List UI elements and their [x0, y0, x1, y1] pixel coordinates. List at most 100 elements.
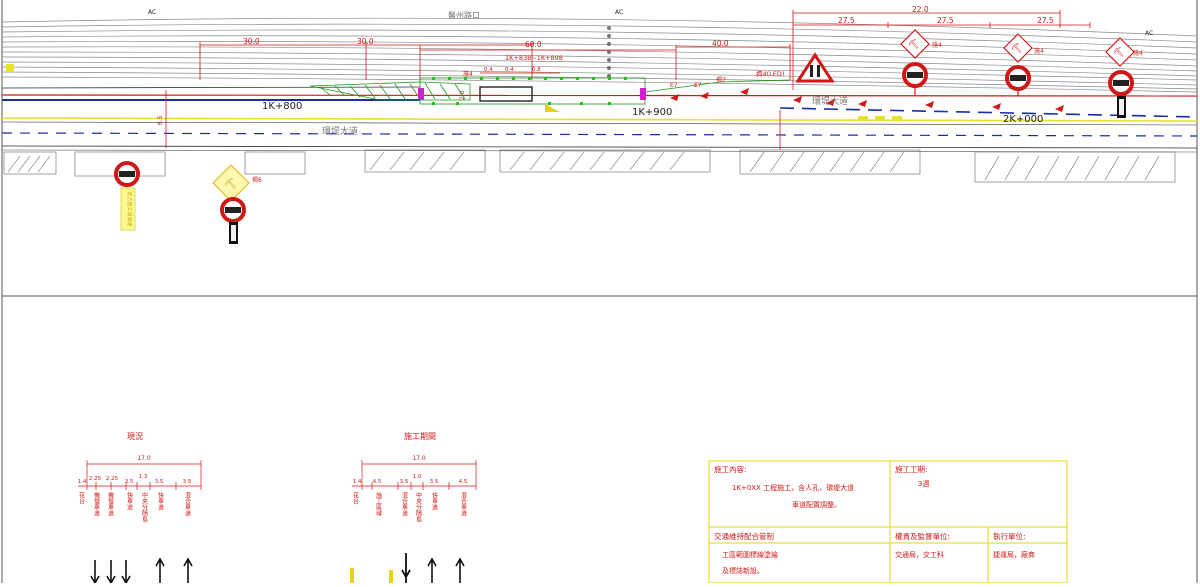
main-road-lines — [1, 86, 1198, 153]
cs2-dim-3: 3.5 — [400, 479, 409, 485]
executor-label: 執行單位: — [993, 531, 1026, 541]
worker-icon-3: ⛏ — [1113, 47, 1124, 58]
supervisor-label: 權責及監督單位: — [895, 531, 950, 541]
sign-label-4-b: 施4 — [1034, 47, 1044, 55]
cs1-dim-4: 3.5 — [125, 479, 134, 485]
cs1-label-5: 中央分隔島 — [141, 491, 148, 523]
speed-sign-1 — [902, 62, 928, 88]
executor-value: 捷運局，廠商 — [993, 550, 1035, 559]
traffic-value-2: 及標誌新設。 — [722, 566, 764, 575]
cs2-label-1: 花台 — [352, 491, 359, 505]
traffic-value-1: 工區範圍標線塗繪 — [722, 550, 778, 559]
dim-60: 60.0 — [525, 40, 542, 49]
cs2-label-2: 施工區域 — [375, 491, 382, 516]
cs2-label-5: 快車道 — [431, 491, 438, 511]
supervisor-value: 交通局，交工科 — [895, 550, 944, 559]
cs2-label-6: 混合車道 — [460, 491, 467, 517]
cross-section-2-total: 17.0 — [412, 455, 426, 462]
construction-content-label: 施工內容: — [714, 464, 747, 474]
cs1-dim-5: 1.3 — [139, 474, 148, 480]
cross-section-2-title: 施工期間 — [404, 431, 436, 441]
cs2-label-4: 中央分隔島 — [415, 491, 422, 523]
cs2-dim-4: 1.0 — [413, 474, 422, 480]
dim-small-3: 0.8 — [532, 67, 541, 73]
dim-small-2: 0.4 — [505, 67, 514, 73]
sign-label-4-a: 施4 — [932, 41, 942, 49]
dim-30-a: 30.0 — [243, 37, 260, 46]
narrow-road-warning-sign — [795, 52, 835, 83]
worker-icon-1: ⛏ — [908, 39, 919, 50]
cross-section-1-total: 17.0 — [137, 455, 151, 462]
dim-v-1: 6.5 — [157, 115, 164, 125]
cs2-dim-1: 1.4 — [353, 479, 362, 485]
dim-small-1: 0.4 — [484, 67, 493, 73]
cs1-dim-1: 1.4 — [78, 479, 87, 485]
duration-value: 3週 — [918, 479, 929, 488]
sign-label-6: 揭6 — [252, 176, 262, 184]
yellow-marks — [6, 64, 902, 120]
cs2-arrows — [350, 553, 465, 583]
cs1-label-4: 快車道 — [126, 491, 133, 511]
cs1-label-2: 機慢車道 — [93, 491, 100, 517]
sign-label-4-c: 施4 — [1133, 49, 1143, 57]
station-2k000: 2K+000 — [1003, 114, 1043, 125]
dim-30-b: 30.0 — [357, 37, 374, 46]
construction-diamond-signs — [212, 29, 1135, 202]
station-1k800: 1K+800 — [262, 101, 302, 112]
sign-label-e7-b: E7 — [670, 82, 678, 89]
road-name-main-2: 環堤大道 — [812, 95, 848, 107]
construction-content-value-1: 1K+0XX 工程施工，含人孔，環堤大道 — [732, 483, 854, 492]
duration-label: 施工工期: — [895, 464, 928, 474]
traffic-label: 交通維持配合管制 — [714, 531, 774, 541]
cs1-arrows — [90, 557, 193, 585]
dim-40: 40.0 — [712, 39, 729, 48]
sign-label-e7-a: E7 — [694, 82, 702, 89]
cs2-dim-2: 4.5 — [373, 479, 382, 485]
cs1-label-6: 快車道 — [157, 491, 164, 511]
sign-label-7: 揭7 — [716, 76, 726, 84]
station-1k900: 1K+900 — [632, 107, 672, 118]
led-label: 揭4(LED) — [756, 69, 784, 78]
dimension-lines — [165, 10, 1091, 150]
cs1-dim-3: 2.25 — [106, 476, 119, 482]
worker-icon-2: ⛏ — [1011, 43, 1022, 54]
dim-27-5-a: 27.5 — [838, 16, 855, 25]
cs1-label-3: 機慢車道 — [107, 491, 114, 517]
cs1-dim-2: 2.25 — [89, 476, 102, 482]
sign-panels — [229, 96, 1126, 244]
speed-sign-3 — [1108, 70, 1134, 96]
work-zone — [309, 77, 791, 112]
dim-27-5-b: 27.5 — [937, 16, 954, 25]
speed-limit-signs — [114, 62, 1134, 223]
median-dots — [607, 26, 611, 78]
roadside-blocks — [3, 149, 1176, 183]
cs1-label-1: 花台 — [78, 491, 85, 505]
road-name-top: 醫州路口 — [448, 10, 480, 20]
speed-sign-4 — [114, 161, 140, 187]
construction-content-value-2: 車道配置調整。 — [792, 500, 841, 509]
cs1-dim-7: 3.5 — [183, 479, 192, 485]
top-label-left: AC — [148, 9, 156, 16]
cs2-dim-6: 4.5 — [459, 479, 468, 485]
road-name-main: 環堤大道 — [322, 125, 358, 137]
worker-icon-4: ⛏ — [224, 178, 237, 190]
speed-sign-2 — [1005, 65, 1031, 91]
cs2-label-3: 混合車道 — [401, 491, 408, 517]
cross-section-1-title: 現況 — [127, 432, 143, 441]
cs1-label-7: 混合車道 — [184, 491, 191, 517]
sign-label-4-d: 施4 — [463, 70, 473, 78]
speed-sign-5 — [220, 197, 246, 223]
plan-view: AC AC AC 醫州路口 30.0 30.0 60 — [1, 5, 1198, 244]
red-arrows — [670, 88, 1064, 112]
yellow-board-text: 前方施工請減速 — [126, 191, 133, 226]
cross-section-existing: 現況 17.0 1.4 2.25 2.25 3.5 1.3 3.5 3.5 花台… — [78, 432, 202, 585]
cs2-dim-5: 3.5 — [430, 479, 439, 485]
top-label-mid: AC — [615, 9, 623, 16]
cs1-dim-6: 3.5 — [155, 479, 164, 485]
dim-22: 22.0 — [912, 5, 929, 14]
yellow-message-board: 前方施工請減速 — [120, 187, 136, 231]
dim-27-5-c: 27.5 — [1037, 16, 1054, 25]
